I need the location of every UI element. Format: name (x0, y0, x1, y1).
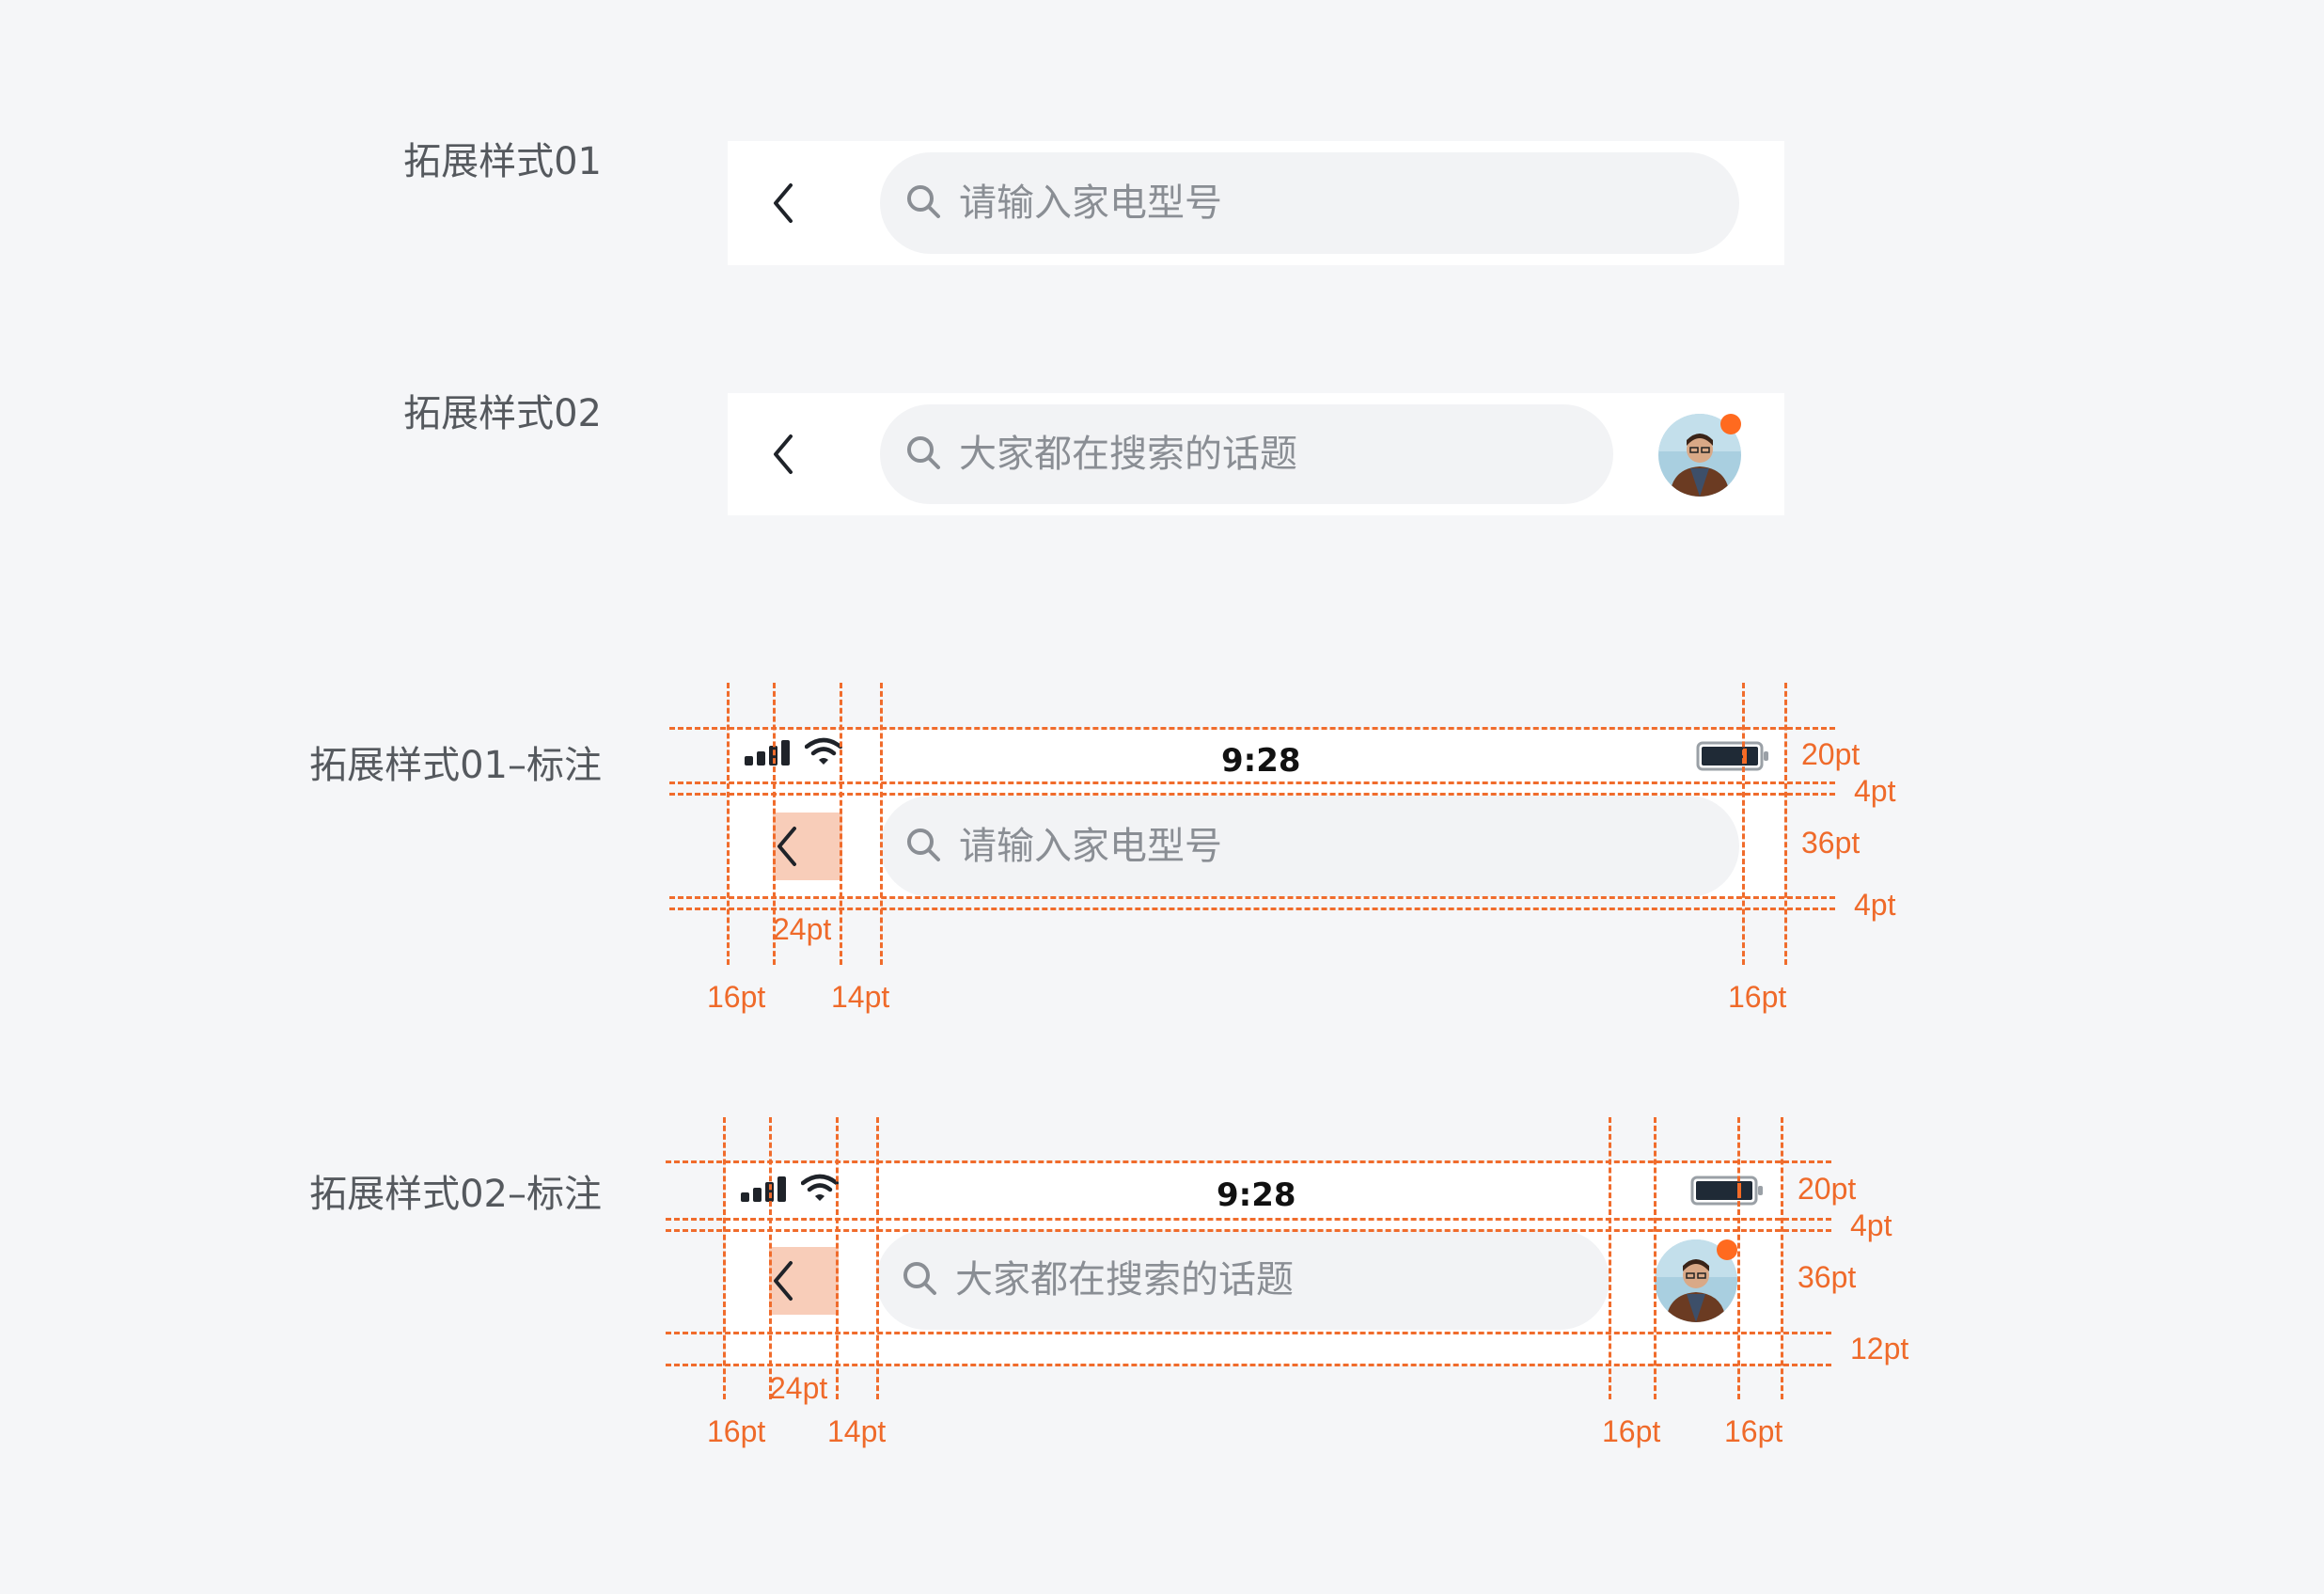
back-button[interactable] (773, 434, 793, 475)
label-style02-annotated: 拓展样式02–标注 (309, 1173, 602, 1216)
search-icon (904, 826, 942, 867)
guide-line (669, 907, 1835, 910)
back-button-highlight (769, 1247, 839, 1315)
guide-line (727, 683, 730, 965)
dim-back-width: 24pt (773, 912, 832, 946)
battery-icon (1690, 1176, 1766, 1209)
guide-line (1781, 1117, 1783, 1399)
avatar-icon (1655, 1239, 1737, 1322)
back-chevron-icon (774, 434, 793, 474)
dim-margin-left: 16pt (707, 980, 766, 1014)
dim-nav-height: 36pt (1801, 826, 1861, 860)
search-input[interactable]: 大家都在搜索的话题 (880, 404, 1613, 504)
guide-line (666, 1218, 1831, 1221)
guide-line (669, 781, 1835, 784)
dim-back-width: 24pt (769, 1371, 828, 1405)
guide-line (666, 1332, 1831, 1334)
back-button[interactable] (773, 182, 793, 224)
dim-gap-top: 4pt (1850, 1208, 1892, 1242)
label-style01-annotated: 拓展样式01–标注 (309, 744, 602, 787)
dim-nav-height: 36pt (1798, 1260, 1857, 1294)
annotated-navbar-style02: 9:28 大家都在搜索的话题 (726, 1162, 1782, 1365)
label-style01: 拓展样式01 (403, 140, 602, 183)
notification-dot (1717, 1239, 1737, 1260)
avatar[interactable] (1658, 414, 1741, 497)
dim-search-avatar-gap: 16pt (1602, 1414, 1661, 1448)
guide-line (880, 683, 883, 965)
avatar[interactable] (1655, 1239, 1737, 1322)
search-icon (904, 182, 942, 224)
guide-line (1609, 1117, 1611, 1399)
label-style02: 拓展样式02 (403, 392, 602, 435)
dim-gap-bottom: 12pt (1850, 1332, 1909, 1365)
guide-line (836, 1117, 839, 1399)
guide-line (669, 727, 1835, 730)
back-button[interactable] (773, 1260, 793, 1302)
dim-gap-top: 4pt (1854, 774, 1896, 808)
search-icon (901, 1259, 938, 1301)
notification-dot (1720, 414, 1741, 434)
guide-line (1742, 683, 1745, 965)
guide-line (666, 1160, 1831, 1163)
status-time: 9:28 (1221, 742, 1301, 780)
dim-margin-left: 16pt (707, 1414, 766, 1448)
navbar-style02: 大家都在搜索的话题 (728, 393, 1784, 515)
signal-icon (741, 1176, 788, 1209)
back-chevron-icon (774, 1261, 793, 1301)
dim-back-search-gap: 14pt (827, 1414, 887, 1448)
navbar-style01: 请输入家电型号 (728, 141, 1784, 265)
search-input[interactable]: 大家都在搜索的话题 (876, 1230, 1610, 1330)
dim-status-height: 20pt (1801, 737, 1861, 771)
battery-icon (1696, 741, 1771, 775)
avatar-icon (1658, 414, 1741, 497)
wifi-icon (804, 737, 843, 771)
search-input[interactable]: 请输入家电型号 (880, 796, 1739, 897)
search-placeholder: 大家都在搜索的话题 (955, 1258, 1294, 1302)
dim-margin-right: 16pt (1728, 980, 1787, 1014)
dim-gap-bottom: 4pt (1854, 888, 1896, 922)
back-chevron-icon (774, 183, 793, 223)
guide-line (1784, 683, 1787, 965)
guide-line (1737, 1117, 1740, 1399)
dim-margin-right: 16pt (1724, 1414, 1783, 1448)
guide-line (876, 1117, 879, 1399)
search-input[interactable]: 请输入家电型号 (880, 152, 1739, 254)
guide-line (840, 683, 842, 965)
guide-line (773, 683, 776, 965)
search-placeholder: 大家都在搜索的话题 (959, 433, 1297, 476)
guide-line (723, 1117, 726, 1399)
dim-status-height: 20pt (1798, 1172, 1857, 1206)
guide-line (666, 1364, 1831, 1366)
back-button[interactable] (777, 826, 797, 867)
guide-line (666, 1229, 1831, 1232)
guide-line (669, 793, 1835, 796)
guide-line (669, 896, 1835, 899)
signal-icon (745, 739, 792, 773)
guide-line (769, 1117, 772, 1399)
annotated-navbar-style01: 9:28 请输入家电型号 (728, 730, 1784, 899)
search-icon (904, 434, 942, 475)
back-button-highlight (773, 813, 842, 880)
guide-line (1654, 1117, 1657, 1399)
back-chevron-icon (777, 827, 796, 866)
status-time: 9:28 (1217, 1176, 1296, 1214)
dim-back-search-gap: 14pt (831, 980, 890, 1014)
search-placeholder: 请输入家电型号 (959, 825, 1222, 868)
wifi-icon (800, 1174, 840, 1207)
search-placeholder: 请输入家电型号 (959, 181, 1222, 225)
